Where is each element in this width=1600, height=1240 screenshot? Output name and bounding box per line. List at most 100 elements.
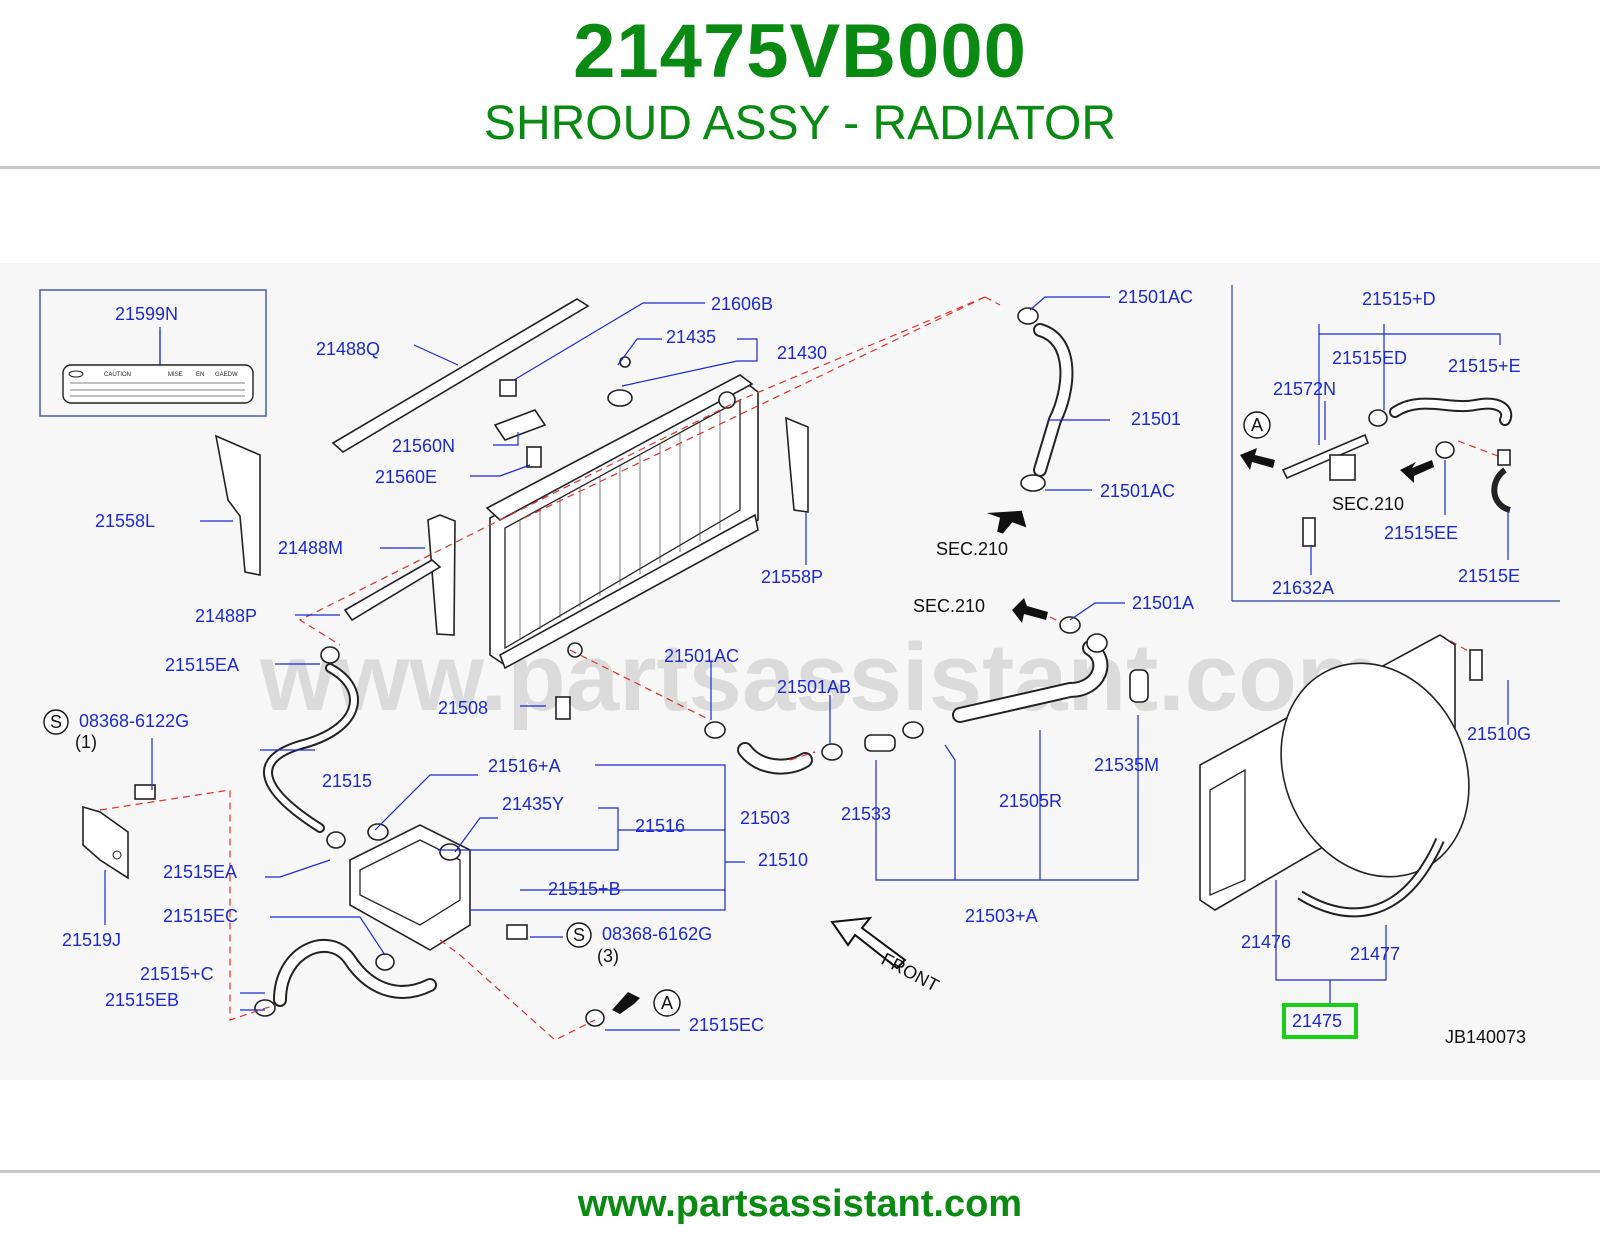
bolt-21510G [1469,649,1483,681]
label-21488Q[interactable]: 21488Q [316,339,380,359]
pipe-bracket [1329,454,1356,481]
label-21508[interactable]: 21508 [438,698,488,718]
label-21505R[interactable]: 21505R [999,791,1062,811]
hose-end [1086,633,1108,653]
label-21476[interactable]: 21476 [1241,932,1291,952]
s-marker-1-text: S [50,712,62,732]
label-21606B[interactable]: 21606B [711,294,773,314]
label-21632A[interactable]: 21632A [1272,578,1334,598]
radiator-top-tank [485,374,754,521]
label-21515ED[interactable]: 21515ED [1332,348,1407,368]
reservoir-cap-part [367,823,389,841]
label-08368-6122G[interactable]: 08368-6122G [79,711,189,731]
reservoir-tank-part [349,824,471,951]
label-21515EA-lower[interactable]: 21515EA [163,862,237,882]
label-21501AC-lower[interactable]: 21501AC [664,646,739,666]
label-21515EA-upper[interactable]: 21515EA [165,655,239,675]
label-21558P[interactable]: 21558P [761,567,823,587]
reservoir-cap2-part [439,843,461,861]
radiator-inlet [718,391,736,409]
shroud-panel [1209,768,1246,896]
label-21435[interactable]: 21435 [666,327,716,347]
arrow-to-A [612,992,640,1014]
label-21516[interactable]: 21516 [635,816,685,836]
label-21488P[interactable]: 21488P [195,606,257,626]
footer-url[interactable]: www.partsassistant.com [577,1183,1023,1225]
bolt-08368-6162G [506,924,528,940]
label-08368-6162G[interactable]: 08368-6162G [602,924,712,944]
label-21477[interactable]: 21477 [1350,944,1400,964]
label-21475-highlighted[interactable]: 21475 [1292,1011,1342,1031]
label-21515EC-lower[interactable]: 21515EC [689,1015,764,1035]
label-21515E[interactable]: 21515E [1458,566,1520,586]
bolt-21632A [1302,517,1316,547]
mount-part [526,446,542,468]
label-21510G[interactable]: 21510G [1467,724,1531,744]
label-21560E[interactable]: 21560E [375,467,437,487]
en-text: EN [196,372,204,378]
label-qty-3: (3) [597,946,619,966]
label-21533[interactable]: 21533 [841,804,891,824]
part-description: SHROUD ASSY - RADIATOR [483,97,1117,150]
label-21516A[interactable]: 21516+A [488,756,561,776]
clamp-21515EC-lower [585,1009,605,1027]
clamp-21515ED [1368,409,1388,427]
clamp-21515EA-upper [320,646,340,664]
label-21430[interactable]: 21430 [777,343,827,363]
highlight-21475-box [1282,1003,1358,1039]
upper-seal-part [331,298,590,453]
hose-clamp-lower [1020,474,1046,492]
label-21501[interactable]: 21501 [1131,409,1181,429]
part-number-title: 21475VB000 [573,9,1027,94]
bracket-21519J-part [82,805,129,880]
label-21501AC-top[interactable]: 21501AC [1118,287,1193,307]
clamp-21515EA-lower [326,831,346,849]
label-21599N[interactable]: 21599N [115,304,178,324]
label-21501AB[interactable]: 21501AB [777,677,851,697]
s-marker-2-text: S [573,925,585,945]
label-21501AC-mid[interactable]: 21501AC [1100,481,1175,501]
watermark-text: www.partsassistant.com [259,624,1382,731]
caution-text: CAUTION [104,372,131,378]
label-21515C[interactable]: 21515+C [140,964,214,984]
label-21510[interactable]: 21510 [758,850,808,870]
label-21558L[interactable]: 21558L [95,511,155,531]
front-arrow-icon [830,916,907,970]
a-marker-2 [1243,411,1271,439]
s-marker-1 [43,709,69,735]
clamp-21515EE [1435,441,1455,459]
caution-label-part [62,364,254,404]
label-sec210-2[interactable]: SEC.210 [913,596,985,616]
cap-seal-part [619,356,631,368]
label-21515[interactable]: 21515 [322,771,372,791]
label-sec210-1[interactable]: SEC.210 [936,539,1008,559]
label-21515EE[interactable]: 21515EE [1384,523,1458,543]
clamp-21515EC [375,953,395,971]
label-21515B[interactable]: 21515+B [548,879,621,899]
label-21515EC-upper[interactable]: 21515EC [163,906,238,926]
arrow-sec210-2 [1012,598,1048,623]
clamp-21501A [1059,616,1081,634]
label-front: FRONT [878,949,942,996]
hose-protector-part [1129,669,1149,703]
label-21503A[interactable]: 21503+A [965,906,1038,926]
label-sec210-3[interactable]: SEC.210 [1332,494,1404,514]
arrow-sec210-1 [986,510,1027,534]
label-21560N[interactable]: 21560N [392,436,455,456]
label-21515D[interactable]: 21515+D [1362,289,1436,309]
label-21435Y[interactable]: 21435Y [502,794,564,814]
clamp-21501AC-lower [704,721,726,739]
label-21501A[interactable]: 21501A [1132,593,1194,613]
label-21519J[interactable]: 21519J [62,930,121,950]
label-21572N[interactable]: 21572N [1273,379,1336,399]
label-qty-1: (1) [75,732,97,752]
label-21503[interactable]: 21503 [740,808,790,828]
label-21515EB[interactable]: 21515EB [105,990,179,1010]
label-21535M[interactable]: 21535M [1094,755,1159,775]
radiator-outlet [567,642,583,658]
label-21515E-plus[interactable]: 21515+E [1448,356,1521,376]
bolt-08368-6122G [134,784,156,800]
label-21488M[interactable]: 21488M [278,538,343,558]
grommet-part [499,379,517,397]
